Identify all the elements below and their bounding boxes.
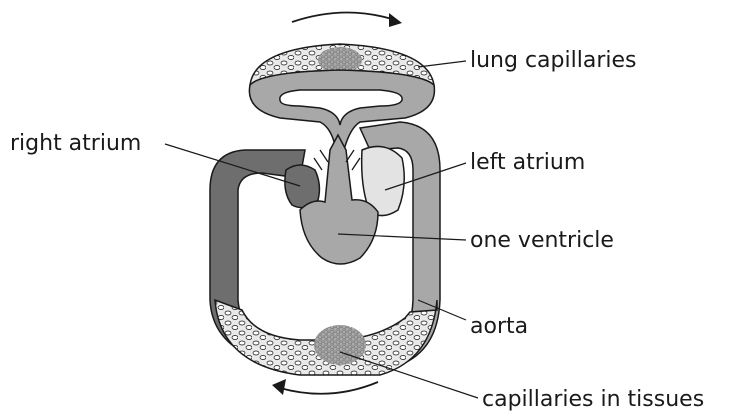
label-one-ventricle: one ventricle [470,230,614,252]
label-left-atrium: left atrium [470,152,585,174]
label-lung-capillaries: lung capillaries [470,50,636,72]
bottom-arrowhead [272,379,286,395]
label-capillaries-in-tissues: capillaries in tissues [482,389,704,411]
leader-lung-capillaries [418,61,466,67]
top-arrowhead [389,13,402,27]
tissue-capillary-dense [314,325,366,365]
bottom-circulation-arrow [280,382,378,394]
top-circulation-arrow [292,12,395,22]
label-aorta: aorta [470,316,528,338]
label-right-atrium: right atrium [10,133,141,155]
lung-capillary-dense [318,47,362,73]
